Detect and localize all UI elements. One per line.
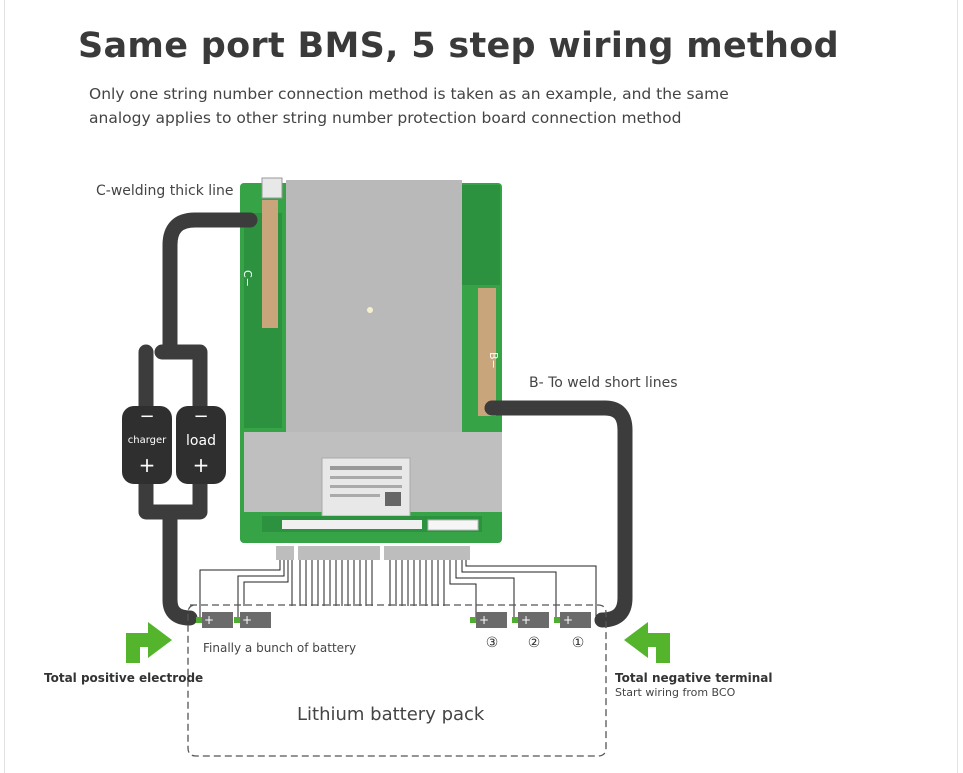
balance-connector-block xyxy=(298,546,380,560)
total-positive-wire xyxy=(162,504,198,626)
pcb-right-strip xyxy=(462,185,500,285)
b-minus-thick-wire xyxy=(484,400,633,628)
charger-block: − charger + xyxy=(122,406,172,484)
page-title: Same port BMS, 5 step wiring method xyxy=(78,26,839,66)
page-border-right xyxy=(957,0,958,773)
cell-plus-sign: + xyxy=(563,613,573,627)
finally-bunch-label: Finally a bunch of battery xyxy=(203,641,357,655)
total-negative-arrow-icon xyxy=(624,622,670,663)
pcb-c-pad xyxy=(262,200,278,328)
step-3-label: ③ xyxy=(486,635,499,651)
battery-cell: + xyxy=(196,612,233,628)
battery-cells: + + + + + xyxy=(196,612,591,628)
battery-cell: + xyxy=(512,612,549,628)
sticker-line xyxy=(330,466,402,470)
start-wiring-label: Start wiring from BCO xyxy=(615,686,736,699)
page-subtitle: Only one string number connection method… xyxy=(89,85,729,127)
sticker-line xyxy=(330,485,402,488)
cell-plus-sign: + xyxy=(479,613,489,627)
load-label: load xyxy=(186,433,216,449)
total-positive-arrow-icon xyxy=(126,622,172,663)
charger-plus-sign: + xyxy=(139,453,156,477)
sticker-qr-code xyxy=(385,492,401,506)
load-plus-sign: + xyxy=(193,453,210,477)
b-weld-label: B- To weld short lines xyxy=(529,375,678,391)
balance-connector-block xyxy=(384,546,470,560)
cell-plus-sign: + xyxy=(242,613,252,627)
heatsink-upper xyxy=(286,180,462,435)
battery-cell: + xyxy=(234,612,271,628)
cell-plus-sign: + xyxy=(204,613,214,627)
sticker-line xyxy=(330,476,402,479)
lithium-pack-label: Lithium battery pack xyxy=(297,704,485,725)
charger-minus-sign: − xyxy=(139,406,154,427)
pcb-sense-header xyxy=(282,520,422,529)
pcb-b-pad xyxy=(478,288,496,416)
bms-board: C− B− xyxy=(240,177,502,543)
step-2-label: ② xyxy=(528,635,541,651)
cell-plus-sign: + xyxy=(521,613,531,627)
pcb-b-minus-label: B− xyxy=(487,352,500,369)
charger-label: charger xyxy=(128,435,167,446)
battery-cell: + xyxy=(470,612,507,628)
pcb-indicator-led xyxy=(367,307,373,313)
step-1-label: ① xyxy=(572,635,585,651)
balance-wires xyxy=(199,560,597,618)
battery-cell: + xyxy=(554,612,591,628)
c-welding-label: C-welding thick line xyxy=(96,183,234,199)
page-border-left xyxy=(4,0,5,773)
load-minus-sign: − xyxy=(193,406,208,427)
main-power-wires xyxy=(138,212,633,628)
load-block: − load + xyxy=(176,406,226,484)
load-branch-wire xyxy=(154,344,208,428)
total-positive-label: Total positive electrode xyxy=(44,671,204,685)
sticker-line xyxy=(330,494,380,497)
pcb-c-minus-label: C− xyxy=(241,270,254,287)
pcb-sense-connector xyxy=(427,519,479,531)
c-minus-thick-wire xyxy=(162,212,258,360)
total-negative-label: Total negative terminal xyxy=(615,671,773,685)
pcb-connector-top xyxy=(261,177,283,199)
balance-connector-block xyxy=(276,546,294,560)
